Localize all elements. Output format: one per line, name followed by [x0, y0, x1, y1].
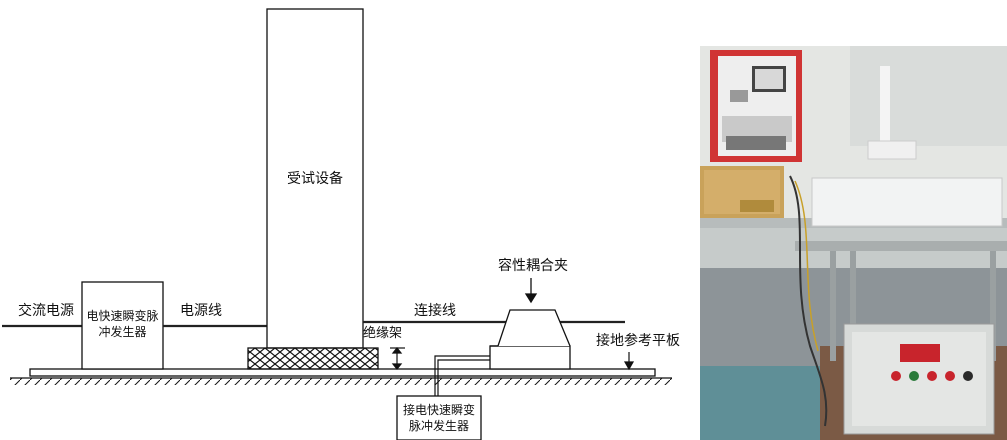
eut-box	[266, 8, 364, 349]
insulation-support	[247, 347, 379, 370]
power-line-label: 电源线	[180, 303, 222, 319]
insulation-support-label: 绝缘架	[363, 325, 402, 341]
eft-generator-label-line2: 冲发生器	[98, 324, 146, 339]
ground-plane-label: 接地参考平板	[596, 332, 680, 349]
test-setup-diagram: 交流电源 电快速瞬变脉 冲发生器 电源线 受试设备 绝缘架 连接线 容性耦合夹 …	[2, 8, 680, 440]
height-indicator	[390, 347, 405, 370]
clamp-generator-lead	[434, 355, 490, 396]
coupling-clamp-arrow	[524, 278, 538, 304]
eut-photo-box	[811, 177, 1003, 227]
clamp-generator-label-line2: 脉冲发生器	[409, 418, 469, 433]
eut-label: 受试设备	[287, 170, 343, 187]
eft-generator-box	[81, 281, 164, 370]
coupling-clamp-label: 容性耦合夹	[498, 257, 568, 274]
clamp-generator-box	[396, 395, 482, 440]
test-setup-photo	[700, 46, 1007, 440]
eft-generator-label-line1: 电快速瞬变脉	[86, 308, 158, 323]
panel-indicator	[900, 344, 940, 362]
ac-power-label: 交流电源	[18, 302, 74, 319]
coupling-clamp	[489, 309, 571, 370]
ground-plane-arrow	[623, 352, 635, 371]
connection-line-label: 连接线	[414, 302, 456, 319]
clamp-generator-label-line1: 接电快速瞬变	[403, 402, 475, 417]
ground-reference-plane	[10, 368, 672, 385]
